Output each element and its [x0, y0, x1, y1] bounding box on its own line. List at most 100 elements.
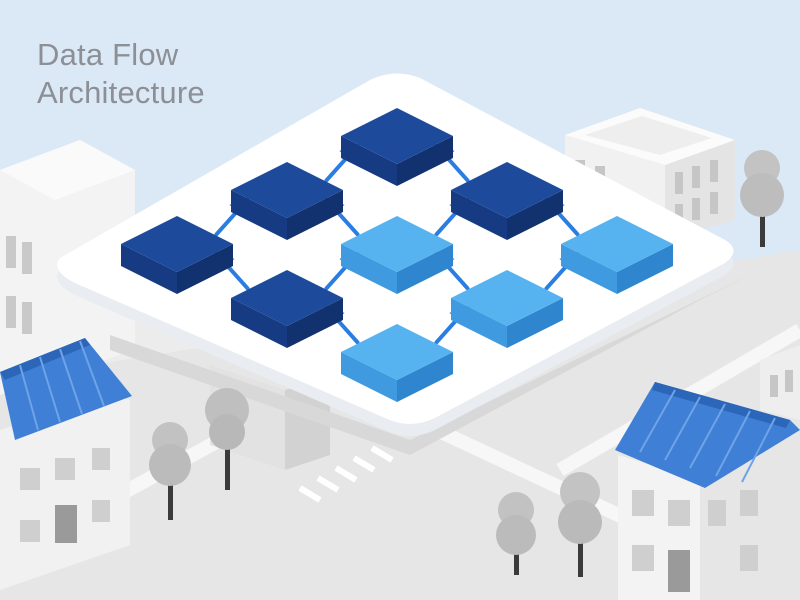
- window: [675, 172, 683, 194]
- tree-canopy: [560, 472, 600, 512]
- window: [692, 198, 700, 220]
- crosswalk: [298, 445, 394, 503]
- window: [740, 545, 758, 571]
- roof-ribs: [639, 389, 776, 483]
- window: [740, 490, 758, 516]
- node-side-left: [121, 244, 177, 294]
- window: [692, 166, 700, 188]
- node-side-right: [287, 298, 343, 348]
- node-side-right: [617, 244, 673, 294]
- house-windows: [20, 448, 110, 543]
- node-side-left: [341, 352, 397, 402]
- building-face: [760, 345, 800, 420]
- title-line-2: Architecture: [37, 75, 205, 110]
- roof-rib: [59, 348, 83, 415]
- title-line-1: Data Flow: [37, 37, 179, 72]
- node-n-lower-center: [451, 270, 563, 348]
- node-side-left: [341, 244, 397, 294]
- roof-rib: [639, 389, 676, 453]
- node-top-face: [451, 162, 563, 218]
- roof-ribs: [19, 340, 105, 431]
- building-roof-inset: [585, 116, 712, 155]
- window: [55, 458, 75, 480]
- window: [770, 375, 778, 397]
- tree: [205, 388, 249, 490]
- tree-trunk: [760, 205, 765, 247]
- node-n-top: [341, 108, 453, 186]
- window: [22, 302, 32, 334]
- tree: [740, 150, 784, 247]
- node-top-face: [451, 270, 563, 326]
- window: [6, 296, 16, 328]
- node-side-right: [507, 190, 563, 240]
- node-side-left: [451, 190, 507, 240]
- tree-canopy: [496, 515, 536, 555]
- roof-rib: [689, 403, 726, 469]
- window: [632, 545, 654, 571]
- node-top-face: [341, 216, 453, 272]
- tree-canopy: [209, 414, 245, 450]
- window: [632, 490, 654, 516]
- window: [92, 448, 110, 470]
- house-roof-ridge: [652, 382, 790, 428]
- node-side-right: [397, 244, 453, 294]
- door: [668, 550, 690, 592]
- node-n-right: [561, 216, 673, 294]
- node-top-face: [231, 270, 343, 326]
- node-top-face: [341, 324, 453, 380]
- node-n-upper-right: [451, 162, 563, 240]
- node-top-face: [231, 162, 343, 218]
- node-top-face: [121, 216, 233, 272]
- house-roof-ridge: [0, 338, 90, 380]
- roof-rib: [39, 356, 61, 423]
- node-side-left: [231, 298, 287, 348]
- tree: [558, 472, 602, 577]
- tree-trunk: [225, 420, 230, 490]
- door: [55, 505, 77, 543]
- node-n-lower-left: [231, 270, 343, 348]
- building-windows: [6, 236, 32, 334]
- tree: [496, 492, 536, 575]
- node-side-right: [397, 136, 453, 186]
- house-face-right: [700, 445, 800, 600]
- tree-canopy: [740, 173, 784, 217]
- node-side-right: [287, 190, 343, 240]
- building-roof: [0, 140, 135, 200]
- node-n-left: [121, 216, 233, 294]
- window: [785, 370, 793, 392]
- crosswalk-stripe: [370, 445, 394, 463]
- window: [20, 520, 40, 542]
- window: [20, 468, 40, 490]
- window: [668, 500, 690, 526]
- node-top-face: [341, 108, 453, 164]
- node-side-left: [561, 244, 617, 294]
- window: [710, 192, 718, 214]
- roof-rib: [715, 410, 751, 477]
- node-side-right: [397, 352, 453, 402]
- window: [92, 500, 110, 522]
- roof-rib: [79, 340, 105, 407]
- tree-trunk: [578, 515, 583, 577]
- node-top-face: [561, 216, 673, 272]
- roof-rib: [19, 364, 39, 431]
- node-n-center: [341, 216, 453, 294]
- window: [708, 500, 726, 526]
- tree-canopy: [149, 444, 191, 486]
- window: [22, 242, 32, 274]
- tree: [149, 422, 191, 520]
- window: [710, 160, 718, 182]
- crosswalk-stripe: [298, 485, 322, 503]
- crosswalk-stripe: [316, 475, 340, 493]
- window: [6, 236, 16, 268]
- building-far-right: [760, 345, 800, 420]
- nodes-layer: [121, 108, 673, 402]
- node-side-right: [177, 244, 233, 294]
- tree-canopy: [558, 500, 602, 544]
- roof-rib: [664, 396, 701, 461]
- node-side-left: [341, 136, 397, 186]
- house-right-blue-roof: [615, 382, 800, 600]
- house-windows: [632, 490, 758, 592]
- tree-trunk: [168, 455, 173, 520]
- window: [675, 204, 683, 226]
